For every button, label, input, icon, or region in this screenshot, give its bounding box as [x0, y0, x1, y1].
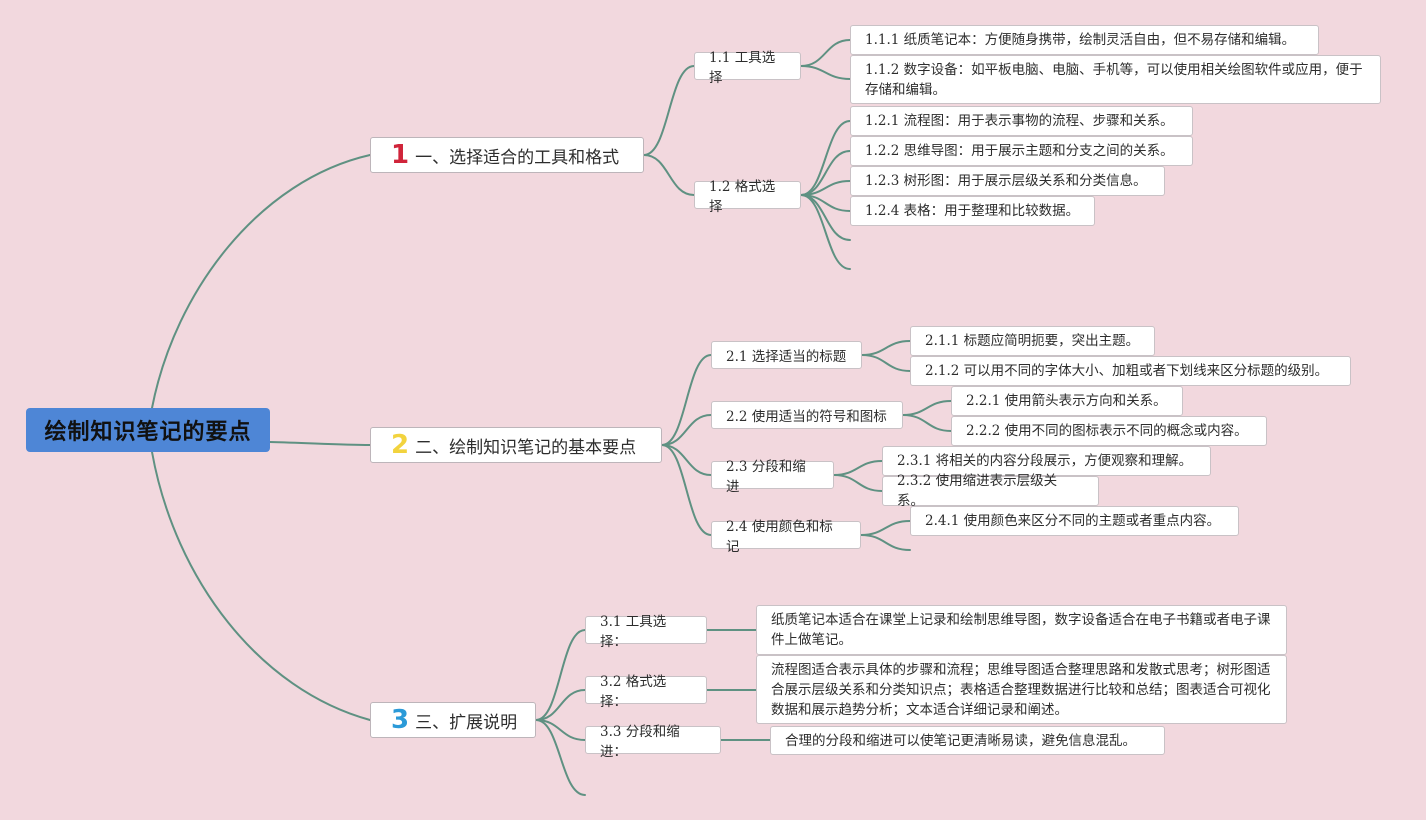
- subtopic-2-2[interactable]: 2.2 使用适当的符号和图标: [711, 401, 903, 429]
- leaf-1-1-2[interactable]: 1.1.2 数字设备：如平板电脑、电脑、手机等，可以使用相关绘图软件或应用，便于…: [850, 55, 1381, 104]
- link-2-1: [661, 354, 712, 446]
- topic-3-label: 三、扩展说明: [415, 712, 518, 733]
- link-3-2: [535, 689, 586, 721]
- subtopic-1-1[interactable]: 1.1 工具选择: [694, 50, 801, 86]
- link-1-2-1: [800, 120, 851, 196]
- link-root-topic-2: [269, 441, 371, 446]
- leaf-1-2-3[interactable]: 1.2.3 树形图：用于展示层级关系和分类信息。: [850, 166, 1165, 196]
- link-1-2: [643, 154, 695, 196]
- link-2-3-1: [833, 460, 883, 476]
- link-1-1-2: [800, 65, 851, 80]
- leaf-1-1-1[interactable]: 1.1.1 纸质笔记本：方便随身携带，绘制灵活自由，但不易存储和编辑。: [850, 25, 1319, 55]
- subtopic-2-4[interactable]: 2.4 使用颜色和标记: [711, 519, 861, 555]
- topic-1-label: 一、选择适合的工具和格式: [415, 147, 620, 168]
- note-3-2[interactable]: 流程图适合表示具体的步骤和流程；思维导图适合整理思路和发散式思考；树形图适合展示…: [756, 655, 1287, 724]
- subtopic-1-2[interactable]: 1.2 格式选择: [694, 179, 801, 215]
- link-1-1-1: [800, 39, 851, 67]
- topic-1[interactable]: 1 一、选择适合的工具和格式: [370, 137, 644, 173]
- leaf-1-2-4[interactable]: 1.2.4 表格：用于整理和比较数据。: [850, 196, 1095, 226]
- link-2-1-1: [861, 340, 911, 356]
- topic-2-label: 二、绘制知识笔记的基本要点: [415, 437, 637, 458]
- leaf-1-2-2[interactable]: 1.2.2 思维导图：用于展示主题和分支之间的关系。: [850, 136, 1193, 166]
- number-2-icon: 2: [391, 430, 410, 460]
- leaf-2-3-2[interactable]: 2.3.2 使用缩进表示层级关系。: [882, 473, 1099, 509]
- leaf-2-4-1[interactable]: 2.4.1 使用颜色来区分不同的主题或者重点内容。: [910, 506, 1239, 536]
- link-1-2-6: [800, 194, 851, 270]
- leaf-2-2-1[interactable]: 2.2.1 使用箭头表示方向和关系。: [951, 386, 1183, 416]
- leaf-2-2-2[interactable]: 2.2.2 使用不同的图标表示不同的概念或内容。: [951, 416, 1267, 446]
- link-root-topic-1: [151, 154, 371, 409]
- link-2-4-2: [860, 534, 911, 551]
- leaf-2-3-1[interactable]: 2.3.1 将相关的内容分段展示，方便观察和理解。: [882, 446, 1211, 476]
- subtopic-3-2[interactable]: 3.2 格式选择：: [585, 674, 707, 710]
- note-3-3[interactable]: 合理的分段和缩进可以使笔记更清晰易读，避免信息混乱。: [770, 726, 1165, 755]
- number-1-icon: 1: [391, 140, 410, 170]
- link-root-topic-3: [151, 451, 371, 721]
- topic-3[interactable]: 3 三、扩展说明: [370, 702, 536, 738]
- subtopic-3-1[interactable]: 3.1 工具选择：: [585, 614, 707, 650]
- link-2-4: [661, 444, 712, 536]
- link-2-2: [661, 414, 712, 446]
- link-2-3: [661, 444, 712, 476]
- leaf-2-1-2[interactable]: 2.1.2 可以用不同的字体大小、加粗或者下划线来区分标题的级别。: [910, 356, 1351, 386]
- leaf-1-2-1[interactable]: 1.2.1 流程图：用于表示事物的流程、步骤和关系。: [850, 106, 1193, 136]
- link-3-4: [535, 719, 586, 796]
- link-2-2-2: [902, 414, 952, 432]
- link-3-3: [535, 719, 586, 741]
- link-2-3-2: [833, 474, 883, 492]
- link-2-2-1: [902, 400, 952, 416]
- root-topic[interactable]: 绘制知识笔记的要点: [26, 408, 270, 452]
- note-3-1[interactable]: 纸质笔记本适合在课堂上记录和绘制思维导图，数字设备适合在电子书籍或者电子课件上做…: [756, 605, 1287, 655]
- topic-2[interactable]: 2 二、绘制知识笔记的基本要点: [370, 427, 662, 463]
- link-2-1-2: [861, 354, 911, 372]
- subtopic-2-1[interactable]: 2.1 选择适当的标题: [711, 341, 862, 369]
- link-1-1: [643, 65, 695, 156]
- subtopic-2-3[interactable]: 2.3 分段和缩进: [711, 459, 834, 495]
- leaf-2-1-1[interactable]: 2.1.1 标题应简明扼要，突出主题。: [910, 326, 1155, 356]
- number-3-icon: 3: [391, 705, 410, 735]
- link-3-1: [535, 629, 586, 721]
- link-2-4-1: [860, 520, 911, 536]
- subtopic-3-3[interactable]: 3.3 分段和缩进：: [585, 724, 721, 760]
